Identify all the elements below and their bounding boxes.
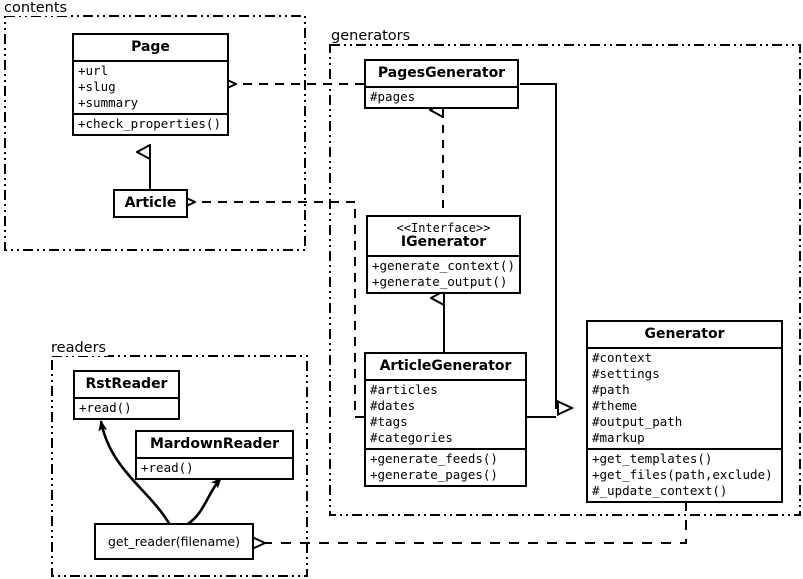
attribute-row: #theme bbox=[592, 398, 638, 413]
class-methods-articlegenerator: +generate_feeds() +generate_pages() bbox=[366, 448, 525, 485]
class-name-page: Page bbox=[131, 39, 170, 55]
class-box-article[interactable]: Article bbox=[113, 189, 188, 218]
class-box-page[interactable]: Page +url +slug +summary +check_properti… bbox=[72, 33, 229, 136]
attribute-row: #path bbox=[592, 382, 630, 397]
class-name-mardownreader: MardownReader bbox=[150, 436, 279, 452]
class-methods-generator: +get_templates() +get_files(path,exclude… bbox=[588, 448, 781, 501]
attribute-row: #categories bbox=[370, 430, 453, 445]
class-methods-igenerator: +generate_context() +generate_output() bbox=[368, 255, 519, 292]
class-box-articlegenerator[interactable]: ArticleGenerator #articles #dates #tags … bbox=[364, 352, 527, 487]
class-name-generator: Generator bbox=[644, 326, 725, 342]
attribute-row: +summary bbox=[78, 95, 139, 110]
method-row: #_update_context() bbox=[592, 483, 728, 498]
class-box-igenerator[interactable]: <<Interface>> IGenerator +generate_conte… bbox=[366, 215, 521, 294]
class-box-generator[interactable]: Generator #context #settings #path #them… bbox=[586, 320, 783, 503]
relation-articlegenerator-uses-article bbox=[195, 202, 364, 418]
method-row: +check_properties() bbox=[78, 116, 221, 131]
method-row: +generate_output() bbox=[372, 274, 508, 289]
class-name-articlegenerator: ArticleGenerator bbox=[379, 358, 512, 374]
attribute-row: #settings bbox=[592, 366, 660, 381]
attribute-row: +slug bbox=[78, 79, 116, 94]
relation-pagesgenerator-inherits-generator bbox=[520, 83, 572, 408]
package-label-readers: readers bbox=[50, 340, 109, 356]
class-methods-rstreader: +read() bbox=[75, 397, 178, 418]
class-box-mardownreader[interactable]: MardownReader +read() bbox=[135, 430, 294, 480]
class-name-pagesgenerator: PagesGenerator bbox=[377, 65, 506, 81]
attribute-row: #pages bbox=[370, 89, 416, 104]
class-attributes-generator: #context #settings #path #theme #output_… bbox=[588, 347, 781, 448]
function-name-get-reader: get_reader(filename) bbox=[108, 534, 240, 549]
relation-generator-uses-get-reader bbox=[265, 501, 687, 543]
class-name-rstreader: RstReader bbox=[85, 376, 168, 392]
class-methods-mardownreader: +read() bbox=[137, 457, 292, 478]
package-border-readers bbox=[51, 355, 308, 577]
method-row: +get_files(path,exclude) bbox=[592, 467, 773, 482]
attribute-row: #tags bbox=[370, 414, 408, 429]
class-box-pagesgenerator[interactable]: PagesGenerator #pages bbox=[364, 59, 519, 109]
package-border-generators bbox=[329, 44, 801, 516]
method-row: +read() bbox=[79, 400, 132, 415]
class-name-igenerator: IGenerator bbox=[400, 234, 487, 250]
attribute-row: #output_path bbox=[592, 414, 683, 429]
class-attributes-pagesgenerator: #pages bbox=[366, 86, 517, 107]
class-attributes-page: +url +slug +summary bbox=[74, 60, 227, 113]
relation-get-reader-creates-mardownreader bbox=[182, 477, 222, 529]
method-row: +read() bbox=[141, 460, 194, 475]
class-methods-page: +check_properties() bbox=[74, 113, 227, 134]
function-box-get-reader[interactable]: get_reader(filename) bbox=[94, 523, 254, 560]
package-label-generators: generators bbox=[330, 28, 413, 44]
attribute-row: #markup bbox=[592, 430, 645, 445]
class-box-rstreader[interactable]: RstReader +read() bbox=[73, 370, 180, 420]
method-row: +generate_feeds() bbox=[370, 451, 498, 466]
method-row: +generate_context() bbox=[372, 258, 515, 273]
class-attributes-articlegenerator: #articles #dates #tags #categories bbox=[366, 379, 525, 448]
package-label-contents: contents bbox=[3, 0, 70, 16]
relation-get-reader-creates-rstreader bbox=[98, 420, 172, 526]
method-row: +get_templates() bbox=[592, 451, 713, 466]
class-name-article: Article bbox=[124, 195, 177, 211]
method-row: +generate_pages() bbox=[370, 467, 498, 482]
class-stereotype-igenerator: <<Interface>> bbox=[396, 221, 491, 235]
attribute-row: +url bbox=[78, 63, 109, 78]
attribute-row: #context bbox=[592, 350, 653, 365]
attribute-row: #dates bbox=[370, 398, 416, 413]
attribute-row: #articles bbox=[370, 382, 438, 397]
package-border-contents bbox=[4, 15, 306, 251]
